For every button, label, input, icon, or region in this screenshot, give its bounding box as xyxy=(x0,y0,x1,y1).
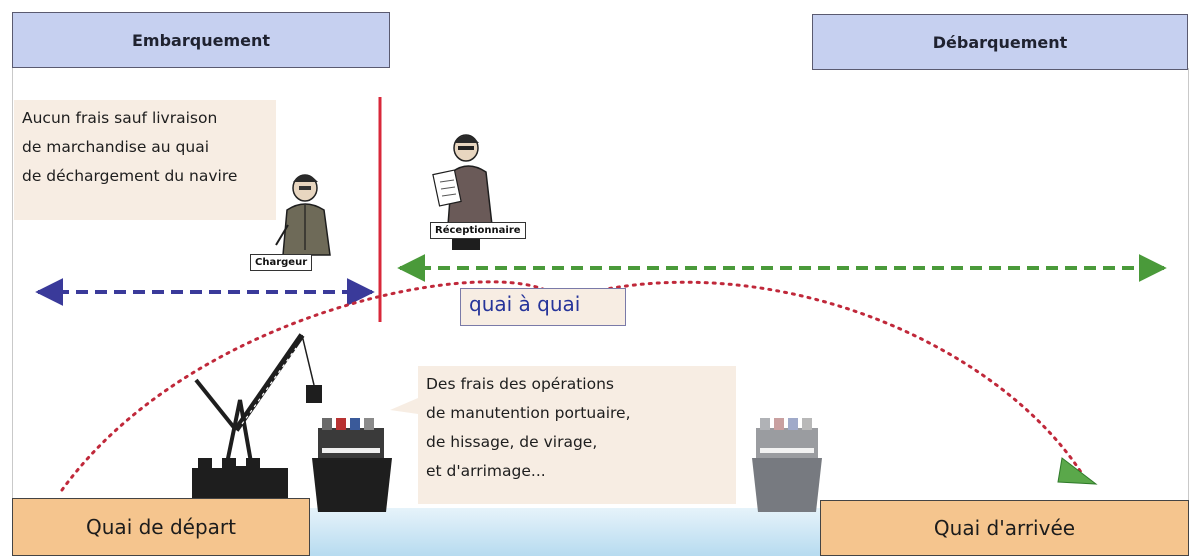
water-strip xyxy=(305,508,825,556)
trajectory-arrowhead xyxy=(1057,457,1098,485)
handling-costs-note: Des frais des opérations de manutention … xyxy=(418,366,736,504)
departure-ship-icon xyxy=(312,418,392,512)
quai-arrivee-box: Quai d'arrivée xyxy=(820,500,1189,556)
quai-depart-box: Quai de départ xyxy=(12,498,310,556)
shipper-person-icon xyxy=(275,174,331,256)
frame-left-line xyxy=(12,68,13,508)
handling-note-pointer xyxy=(390,398,418,414)
receiver-person-icon xyxy=(432,134,493,250)
quai-a-quai-label: quai à quai xyxy=(460,288,626,326)
chargeur-label: Chargeur xyxy=(250,254,313,271)
receptionnaire-label: Réceptionnaire xyxy=(430,222,526,239)
debarquement-header: Débarquement xyxy=(812,14,1188,70)
embarquement-header: Embarquement xyxy=(12,12,390,68)
crane-icon xyxy=(192,333,322,498)
shipper-costs-note: Aucun frais sauf livraison de marchandis… xyxy=(14,100,276,220)
arrival-ship-icon xyxy=(752,418,822,512)
trajectory-arc xyxy=(60,280,1088,492)
